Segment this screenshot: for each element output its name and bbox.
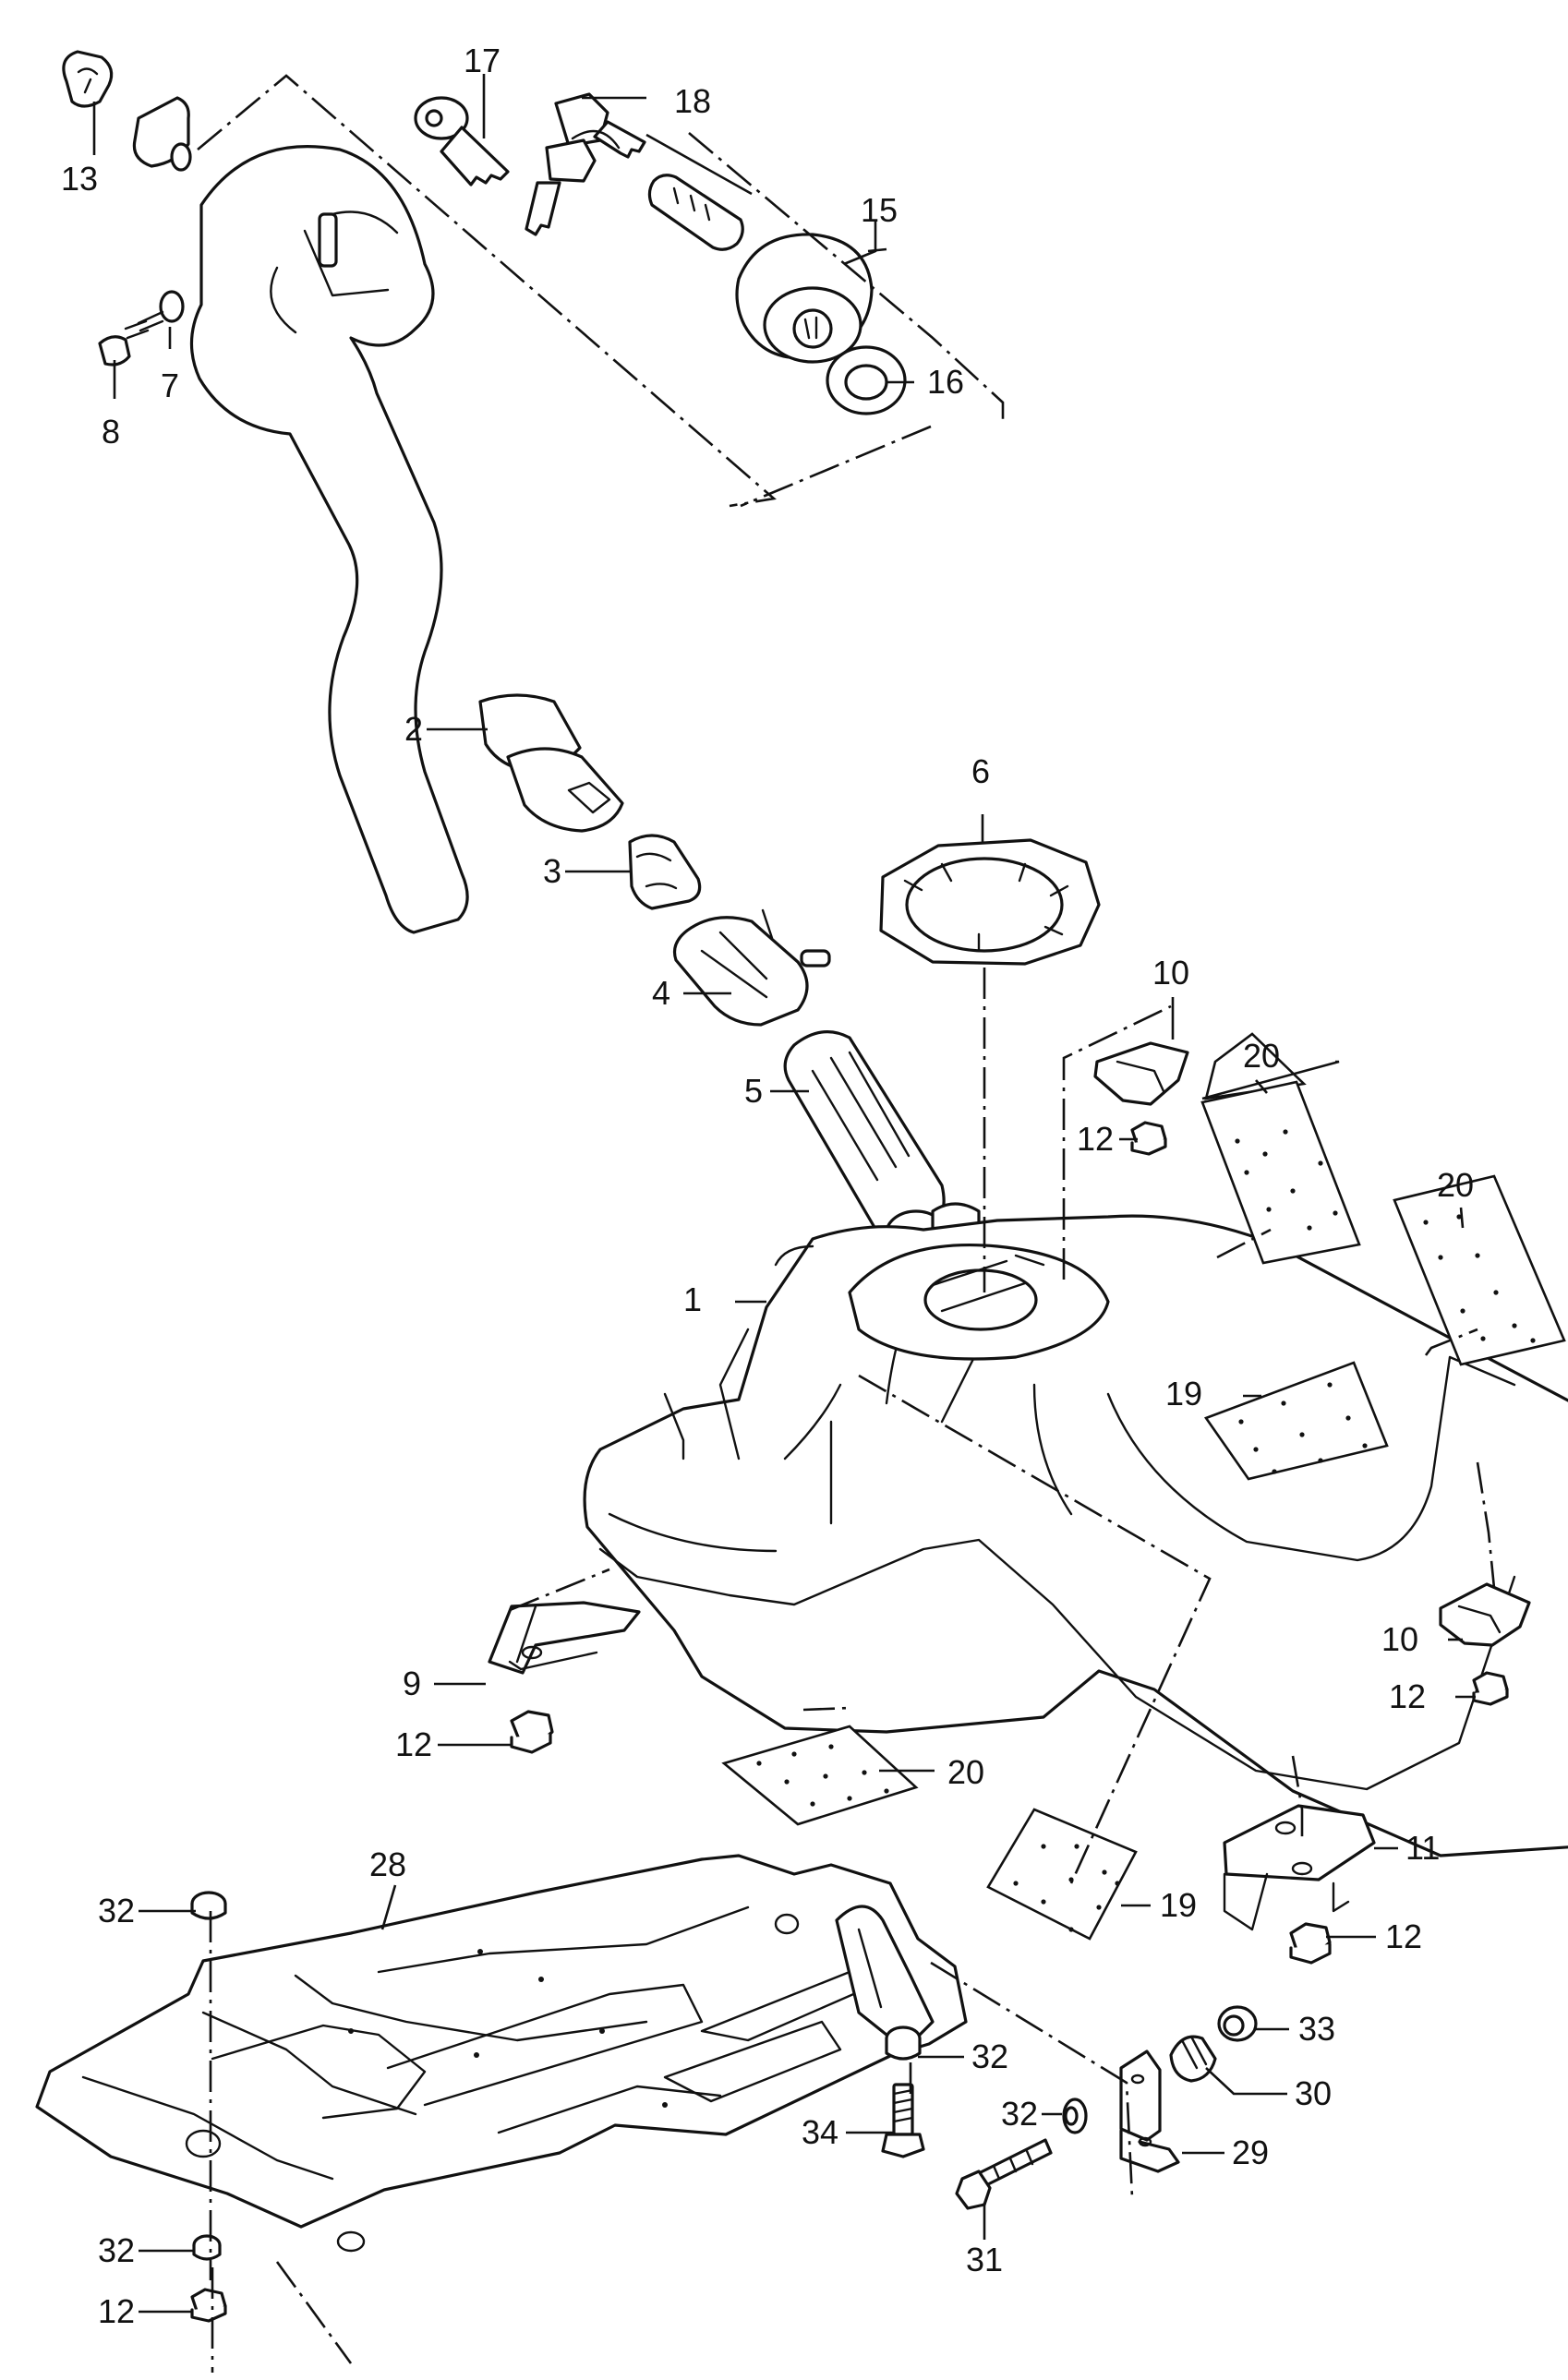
part-12-nut-a — [1130, 1121, 1167, 1156]
callout-4: 4 — [652, 974, 670, 1012]
part-32-washer-d — [192, 2234, 222, 2261]
part-32-washer-a — [190, 1891, 227, 1920]
callout-15: 15 — [861, 191, 898, 229]
callout-28: 28 — [369, 1845, 406, 1883]
part-18-keys — [525, 92, 646, 236]
part-12-nut-e — [190, 2288, 227, 2323]
part-32-washer-b — [885, 2025, 922, 2061]
part-31-bolt — [955, 2138, 1053, 2210]
callout-12d: 12 — [1385, 1917, 1422, 1955]
callout-5: 5 — [744, 1072, 763, 1110]
part-2-filler-neck — [189, 145, 624, 934]
callout-6: 6 — [971, 752, 990, 790]
part-3-connector — [628, 834, 702, 910]
callout-32c: 32 — [1001, 2095, 1038, 2133]
callout-3: 3 — [543, 852, 561, 890]
callout-32d: 32 — [98, 2231, 135, 2269]
part-11-bracket — [1223, 1804, 1376, 1931]
part-17-key — [414, 96, 510, 186]
callout-labels: 13 17 18 15 16 7 8 2 3 4 5 6 10 12 20 20… — [61, 42, 1474, 2330]
parts-7-8-screw-washer — [98, 290, 185, 367]
reference-lines — [197, 74, 1496, 2373]
part-16-seal — [826, 345, 907, 415]
filler-neck-group — [62, 50, 981, 1257]
part-34-bolt — [881, 2083, 925, 2158]
leader-lines — [92, 74, 1476, 2314]
callout-17: 17 — [464, 42, 501, 79]
callout-16: 16 — [927, 363, 964, 401]
lock-cap-group — [414, 92, 907, 415]
part-20-pad-b — [1393, 1174, 1566, 1366]
part-29-bracket — [1119, 2049, 1180, 2173]
callout-7: 7 — [161, 367, 179, 404]
callout-10a: 10 — [1152, 954, 1189, 992]
part-9-bracket — [488, 1601, 641, 1675]
part-12-nut-d — [1289, 1922, 1332, 1965]
callout-29: 29 — [1232, 2134, 1269, 2171]
part-4-clamp — [672, 908, 831, 1027]
callout-12e: 12 — [98, 2292, 135, 2330]
part-13-clip — [62, 50, 192, 172]
part-15-lock-cap — [647, 174, 874, 364]
callout-13: 13 — [61, 160, 98, 198]
part-10-bracket-a — [1093, 1041, 1189, 1106]
callout-31: 31 — [966, 2241, 1003, 2278]
part-12-nut-c — [510, 1710, 554, 1754]
part-33-cap — [1217, 2005, 1258, 2042]
callout-8: 8 — [102, 413, 120, 451]
callout-19a: 19 — [1165, 1375, 1202, 1412]
callout-30: 30 — [1295, 2074, 1332, 2112]
part-20-pad-c — [721, 1725, 919, 1826]
part-12-nut-b — [1472, 1671, 1509, 1706]
callout-12c: 12 — [395, 1725, 432, 1763]
part-5-hose — [783, 1030, 981, 1257]
skid-plate-group — [35, 1854, 1258, 2323]
tank-group — [488, 838, 1568, 1965]
callout-11: 11 — [1405, 1829, 1440, 1867]
part-30-buffer — [1169, 2035, 1217, 2083]
callout-32b: 32 — [971, 2037, 1008, 2075]
callout-12a: 12 — [1077, 1120, 1114, 1158]
callout-20c: 20 — [947, 1753, 984, 1791]
part-6-lock-ring — [879, 838, 1101, 966]
callout-10b: 10 — [1381, 1620, 1418, 1658]
part-19-pad-a — [1203, 1361, 1389, 1481]
callout-33: 33 — [1298, 2010, 1335, 2048]
callout-18: 18 — [674, 82, 711, 120]
callout-19b: 19 — [1160, 1886, 1197, 1924]
callout-20b: 20 — [1437, 1166, 1474, 1204]
callout-1: 1 — [683, 1280, 702, 1318]
callout-34: 34 — [802, 2113, 838, 2151]
callout-20a: 20 — [1243, 1037, 1280, 1075]
callout-32a: 32 — [98, 1892, 135, 1929]
part-32-washer-c — [1062, 2098, 1088, 2134]
part-28-skid-plate — [35, 1854, 968, 2253]
callout-2: 2 — [404, 710, 423, 748]
callout-9: 9 — [403, 1665, 421, 1702]
callout-12b: 12 — [1389, 1677, 1426, 1715]
part-20-pad-a — [1200, 1032, 1361, 1265]
part-19-pad-b — [986, 1808, 1138, 1941]
